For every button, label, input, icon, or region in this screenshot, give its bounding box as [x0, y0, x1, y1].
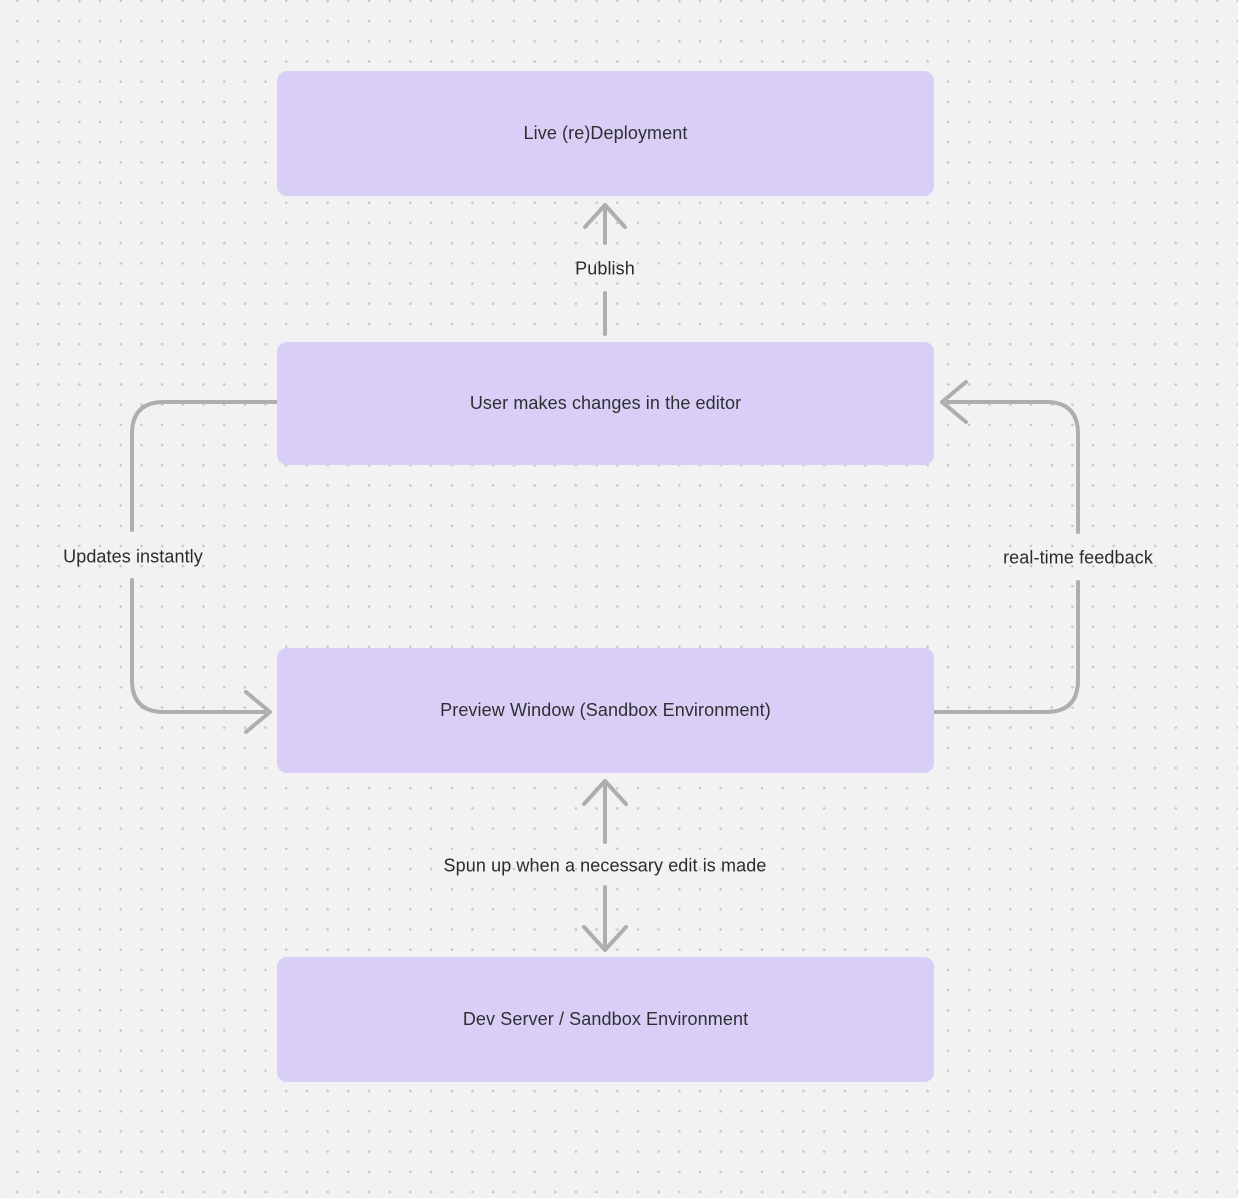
edge-label-real-time-feedback: real-time feedback: [1003, 547, 1153, 568]
arrowhead-left-icon: [940, 380, 968, 424]
node-label: Preview Window (Sandbox Environment): [440, 700, 771, 720]
arrowhead-right-icon: [244, 690, 272, 734]
node-label: Dev Server / Sandbox Environment: [462, 1009, 749, 1029]
node-label: User makes changes in the editor: [469, 393, 742, 413]
edge-label-spun-up: Spun up when a necessary edit is made: [443, 855, 767, 876]
arrowhead-up-icon: [582, 779, 628, 806]
node-user-changes[interactable]: User makes changes in the editor: [277, 342, 934, 465]
edge-label-publish: Publish: [575, 258, 635, 279]
edge-label-updates-instantly: Updates instantly: [63, 546, 203, 567]
node-label: Live (re)Deployment: [523, 123, 688, 143]
node-dev-server[interactable]: Dev Server / Sandbox Environment: [277, 957, 934, 1082]
node-preview-window[interactable]: Preview Window (Sandbox Environment): [277, 648, 934, 773]
arrowhead-down-icon: [582, 925, 628, 952]
arrowhead-up-icon: [583, 203, 627, 229]
node-live-redeployment[interactable]: Live (re)Deployment: [277, 71, 934, 196]
